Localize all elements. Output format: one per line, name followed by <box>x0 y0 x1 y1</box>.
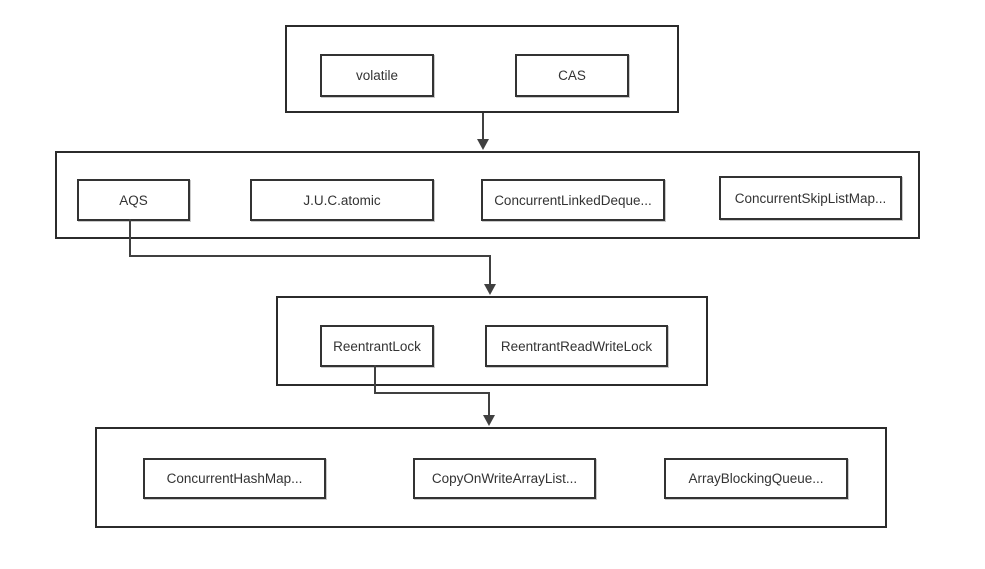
connector-lock-to-collections-segment3 <box>488 392 490 417</box>
node-concurrent-hash-map: ConcurrentHashMap... <box>143 458 326 499</box>
arrowhead-down-icon <box>483 415 495 426</box>
connector-aqs-to-locks-segment1 <box>129 219 131 257</box>
node-array-blocking-queue: ArrayBlockingQueue... <box>664 458 848 499</box>
group-aqs-atomic: AQS J.U.C.atomic ConcurrentLinkedDeque..… <box>55 151 920 239</box>
group-cas-volatile: volatile CAS <box>285 25 679 113</box>
node-juc-atomic: J.U.C.atomic <box>250 179 434 221</box>
node-volatile: volatile <box>320 54 434 97</box>
connector-top-to-aqs-line <box>482 113 484 142</box>
node-reentrant-read-write-lock: ReentrantReadWriteLock <box>485 325 668 367</box>
node-concurrent-skip-list-map: ConcurrentSkipListMap... <box>719 176 902 220</box>
group-locks: ReentrantLock ReentrantReadWriteLock <box>276 296 708 386</box>
group-concurrent-collections: ConcurrentHashMap... CopyOnWriteArrayLis… <box>95 427 887 528</box>
node-aqs: AQS <box>77 179 190 221</box>
connector-aqs-to-locks-segment2 <box>129 255 491 257</box>
arrowhead-down-icon <box>477 139 489 150</box>
node-cas: CAS <box>515 54 629 97</box>
node-copy-on-write-array-list: CopyOnWriteArrayList... <box>413 458 596 499</box>
connector-lock-to-collections-segment2 <box>374 392 490 394</box>
arrowhead-down-icon <box>484 284 496 295</box>
node-reentrant-lock: ReentrantLock <box>320 325 434 367</box>
node-concurrent-linked-deque: ConcurrentLinkedDeque... <box>481 179 665 221</box>
connector-aqs-to-locks-segment3 <box>489 255 491 285</box>
connector-lock-to-collections-segment1 <box>374 365 376 394</box>
